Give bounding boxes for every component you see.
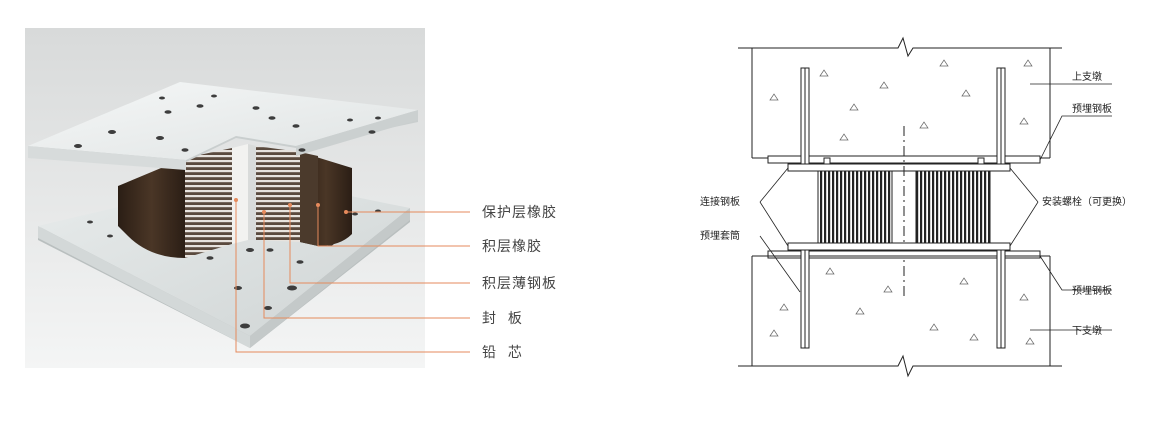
label-mount-bolt: 安装螺栓（可更换）: [1042, 195, 1132, 208]
leader-laminated-steel: [289, 205, 470, 284]
label-protective-rubber: 保护层橡胶: [482, 204, 557, 221]
label-lead-core: 铅 芯: [482, 345, 523, 361]
top-plate: [28, 82, 418, 170]
upper-anchor-sleeves: [800, 67, 1006, 165]
label-upper-pier: 上支墩: [1072, 70, 1102, 83]
upper-pier: [738, 36, 1062, 159]
label-laminated-rubber: 积层橡胶: [482, 238, 542, 255]
lower-connecting-plate: [787, 242, 1011, 251]
lower-pier: [738, 255, 1062, 378]
lower-embedded-plate: [767, 250, 1041, 259]
lead-core: [232, 144, 248, 244]
drawing-labels: 上支墩 预埋钢板 连接钢板 预埋套筒 安装螺栓（可更换） 预埋钢板 下支墩: [700, 70, 1132, 337]
leader-dots: [234, 198, 348, 214]
upper-connecting-plate: [787, 163, 1011, 172]
drawing-leaders: [759, 83, 1112, 331]
leader-laminated-rubber: [317, 205, 470, 247]
label-lower-pier: 下支墩: [1072, 324, 1102, 337]
label-lower-embedded-plate: 预埋钢板: [1072, 284, 1112, 297]
laminate-right: [256, 146, 300, 242]
label-laminated-steel: 积层薄钢板: [482, 276, 557, 292]
rubber-body: [118, 144, 352, 258]
bearing-stack-right: [915, 170, 991, 244]
label-connecting-plate: 连接钢板: [700, 195, 740, 208]
bearing-stack-left: [817, 170, 893, 244]
top-plate-holes: [74, 94, 381, 152]
installation-drawing: [738, 36, 1112, 378]
label-anchor-sleeve: 预埋套筒: [700, 229, 740, 242]
bearing-photo: 保护层橡胶 积层橡胶 积层薄钢板 封 板 铅 芯: [25, 28, 557, 368]
laminate-left: [185, 148, 232, 258]
label-upper-embedded-plate: 预埋钢板: [1072, 102, 1112, 115]
label-seal-plate: 封 板: [482, 311, 523, 327]
concrete-texture: [769, 59, 1035, 345]
lower-anchor-sleeves: [800, 249, 1006, 349]
leader-lead-core: [235, 200, 470, 353]
leader-lines: [235, 200, 470, 353]
leader-seal-plate: [263, 212, 470, 319]
